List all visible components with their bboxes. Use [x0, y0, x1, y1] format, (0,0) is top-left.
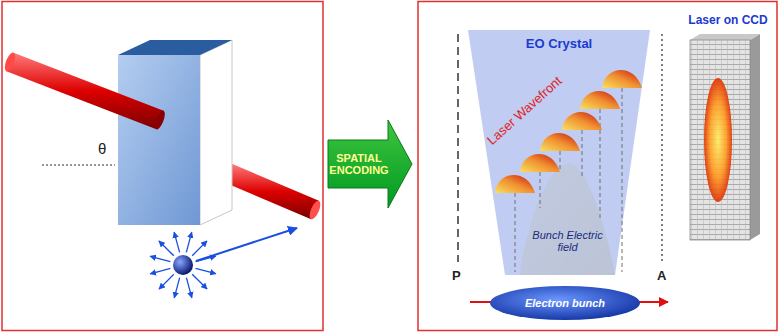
- wavefront: [580, 91, 620, 109]
- crystal-side: [200, 40, 232, 225]
- field-ray: [196, 268, 216, 273]
- eo-crystal: Bunch Electric field EO Crystal: [468, 30, 650, 275]
- node-outline: [680, 10, 776, 245]
- projection-line: [560, 151, 561, 172]
- projection-line: [582, 130, 583, 176]
- analyzer-line: [661, 34, 663, 262]
- node-text: EO Crystal: [526, 36, 592, 51]
- text-area: EO Crystal: [468, 33, 650, 53]
- projection-line: [622, 88, 623, 272]
- field-ray: [192, 241, 207, 256]
- field-ray: [192, 274, 207, 289]
- field-ray: [186, 278, 191, 298]
- text-area: Laser on CCD: [680, 10, 776, 30]
- wavefront: [562, 112, 602, 130]
- wavefront: [540, 133, 580, 151]
- electron-bunch: Electron bunch: [490, 286, 640, 320]
- bunch-ellipse: [490, 286, 640, 320]
- field-ray: [159, 274, 174, 289]
- wavefront: [602, 70, 642, 88]
- laser-spot: [704, 78, 732, 202]
- polarizer-line: [457, 34, 459, 262]
- angle-line: [42, 165, 115, 166]
- ccd-sensor: [690, 40, 750, 240]
- encoding-arrow: SPATIAL ENCODING: [326, 118, 414, 210]
- label-slot: A: [657, 266, 666, 284]
- node-text: Electron bunch: [525, 297, 605, 309]
- laser-beam: [224, 164, 319, 219]
- right-panel: [418, 2, 777, 331]
- field-ray: [174, 232, 179, 252]
- ccd-side: [750, 34, 760, 240]
- laser-beam: [6, 53, 163, 130]
- projection-line: [515, 193, 516, 272]
- wavefront: [495, 175, 535, 193]
- field-ray: [186, 232, 191, 252]
- node-text: Bunch Electric field: [530, 229, 605, 253]
- text-area: Electron bunch: [490, 286, 640, 320]
- crystal-top: [118, 40, 232, 55]
- projection-line: [540, 172, 541, 208]
- laser-entry: [153, 109, 167, 130]
- wavefront: [520, 154, 560, 172]
- field-ray: [159, 241, 174, 256]
- angle-label: θ: [98, 140, 106, 157]
- analyzer-label: A: [657, 268, 666, 283]
- field-ray: [174, 278, 179, 298]
- text-area: SPATIAL ENCODING: [328, 144, 390, 184]
- crystal-shape: [468, 30, 650, 275]
- label-slot: P: [452, 266, 461, 284]
- arrow-shape: [328, 120, 412, 208]
- field-ray: [150, 268, 170, 273]
- electron: [173, 255, 193, 275]
- polarizer-label: P: [452, 268, 461, 283]
- field-ray: [150, 256, 170, 261]
- motion-arrow: [196, 228, 297, 261]
- field-rays: [150, 232, 216, 298]
- crystal-front: [118, 55, 200, 225]
- laser-end: [3, 51, 18, 73]
- laser-end: [307, 199, 322, 221]
- ccd: Laser on CCD: [680, 10, 776, 245]
- node-text: SPATIAL ENCODING: [328, 152, 390, 176]
- node-text: Laser on CCD: [688, 13, 767, 27]
- left-panel: [2, 2, 323, 331]
- label-slot: θ: [98, 140, 106, 158]
- ccd-top: [690, 34, 760, 40]
